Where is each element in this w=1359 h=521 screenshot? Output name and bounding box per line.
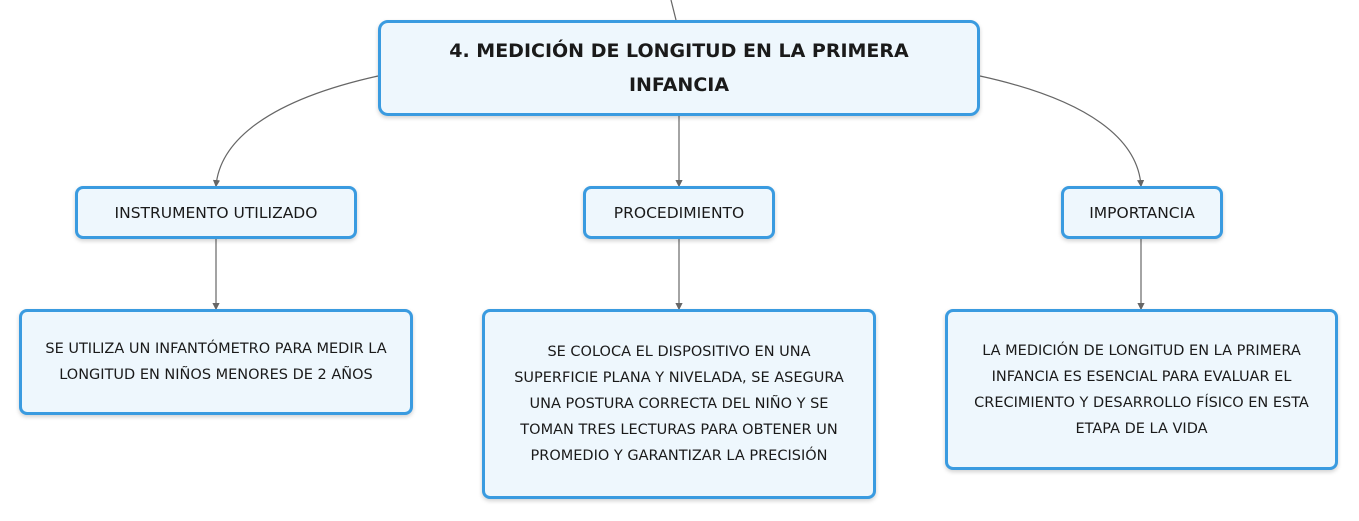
branch-node-instrumento[interactable]: INSTRUMENTO UTILIZADO bbox=[75, 186, 357, 239]
detail-node-text: SE COLOCA EL DISPOSITIVO EN UNA SUPERFIC… bbox=[514, 344, 844, 464]
connector-root-to-instrumento bbox=[212, 75, 379, 188]
detail-node-text: LA MEDICIÓN DE LONGITUD EN LA PRIMERA IN… bbox=[974, 342, 1309, 437]
branch-node-label: IMPORTANCIA bbox=[1089, 203, 1195, 222]
detail-node-importancia[interactable]: LA MEDICIÓN DE LONGITUD EN LA PRIMERA IN… bbox=[945, 309, 1338, 470]
connector-parent-to-root bbox=[670, 0, 677, 21]
branch-node-label: PROCEDIMIENTO bbox=[613, 203, 745, 222]
detail-node-procedimiento[interactable]: SE COLOCA EL DISPOSITIVO EN UNA SUPERFIC… bbox=[482, 309, 876, 499]
root-node-label: 4. MEDICIÓN DE LONGITUD EN LA PRIMERA IN… bbox=[449, 40, 909, 96]
branch-node-label: INSTRUMENTO UTILIZADO bbox=[114, 203, 318, 222]
connector-root-to-importancia bbox=[979, 75, 1145, 188]
root-node[interactable]: 4. MEDICIÓN DE LONGITUD EN LA PRIMERA IN… bbox=[378, 20, 980, 116]
detail-node-text: SE UTILIZA UN INFANTÓMETRO PARA MEDIR LA… bbox=[45, 341, 387, 383]
detail-node-instrumento[interactable]: SE UTILIZA UN INFANTÓMETRO PARA MEDIR LA… bbox=[19, 309, 413, 415]
branch-node-procedimiento[interactable]: PROCEDIMIENTO bbox=[583, 186, 775, 239]
branch-node-importancia[interactable]: IMPORTANCIA bbox=[1061, 186, 1223, 239]
